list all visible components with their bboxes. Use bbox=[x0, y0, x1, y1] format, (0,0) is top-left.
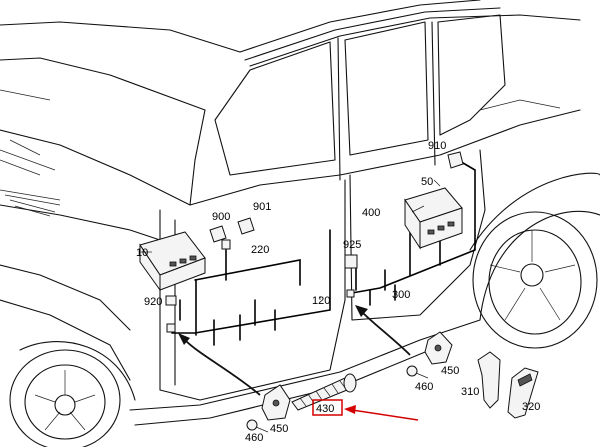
front-wheel bbox=[9, 349, 121, 447]
label-220: 220 bbox=[251, 244, 269, 256]
label-920: 920 bbox=[144, 296, 162, 308]
cover-320 bbox=[507, 367, 539, 419]
label-50: 50 bbox=[421, 176, 433, 188]
label-10: 10 bbox=[136, 247, 148, 259]
car-body-outline bbox=[0, 0, 600, 426]
front-door-control-module bbox=[139, 231, 206, 292]
label-450-rear: 450 bbox=[441, 365, 459, 377]
routing-arrows bbox=[178, 305, 411, 396]
label-901: 901 bbox=[253, 201, 271, 213]
label-430: 430 bbox=[316, 403, 334, 415]
label-450-front: 450 bbox=[270, 423, 288, 435]
label-460-front: 460 bbox=[245, 432, 263, 444]
label-300: 300 bbox=[392, 289, 410, 301]
label-460-rear: 460 bbox=[415, 381, 433, 393]
label-910: 910 bbox=[428, 140, 446, 152]
rear-wheel bbox=[472, 211, 598, 349]
highlight-arrow bbox=[344, 405, 419, 421]
front-door-harness bbox=[171, 229, 331, 346]
label-320: 320 bbox=[522, 401, 540, 413]
corrugated-tube-430 bbox=[291, 373, 357, 411]
rear-door-control-module bbox=[404, 187, 463, 250]
label-400: 400 bbox=[362, 207, 380, 219]
highlight-box-430 bbox=[312, 399, 343, 416]
connectors bbox=[165, 151, 464, 333]
label-925: 925 bbox=[343, 239, 361, 251]
label-120: 120 bbox=[312, 295, 330, 307]
grommet-450-rear bbox=[424, 331, 453, 365]
leader-lines bbox=[140, 179, 441, 300]
screw-460-rear bbox=[406, 365, 429, 379]
label-310: 310 bbox=[461, 386, 479, 398]
label-900: 900 bbox=[212, 211, 230, 223]
cover-310 bbox=[477, 351, 501, 409]
screw-460-front bbox=[246, 419, 269, 433]
grommet-450-front bbox=[261, 384, 291, 421]
